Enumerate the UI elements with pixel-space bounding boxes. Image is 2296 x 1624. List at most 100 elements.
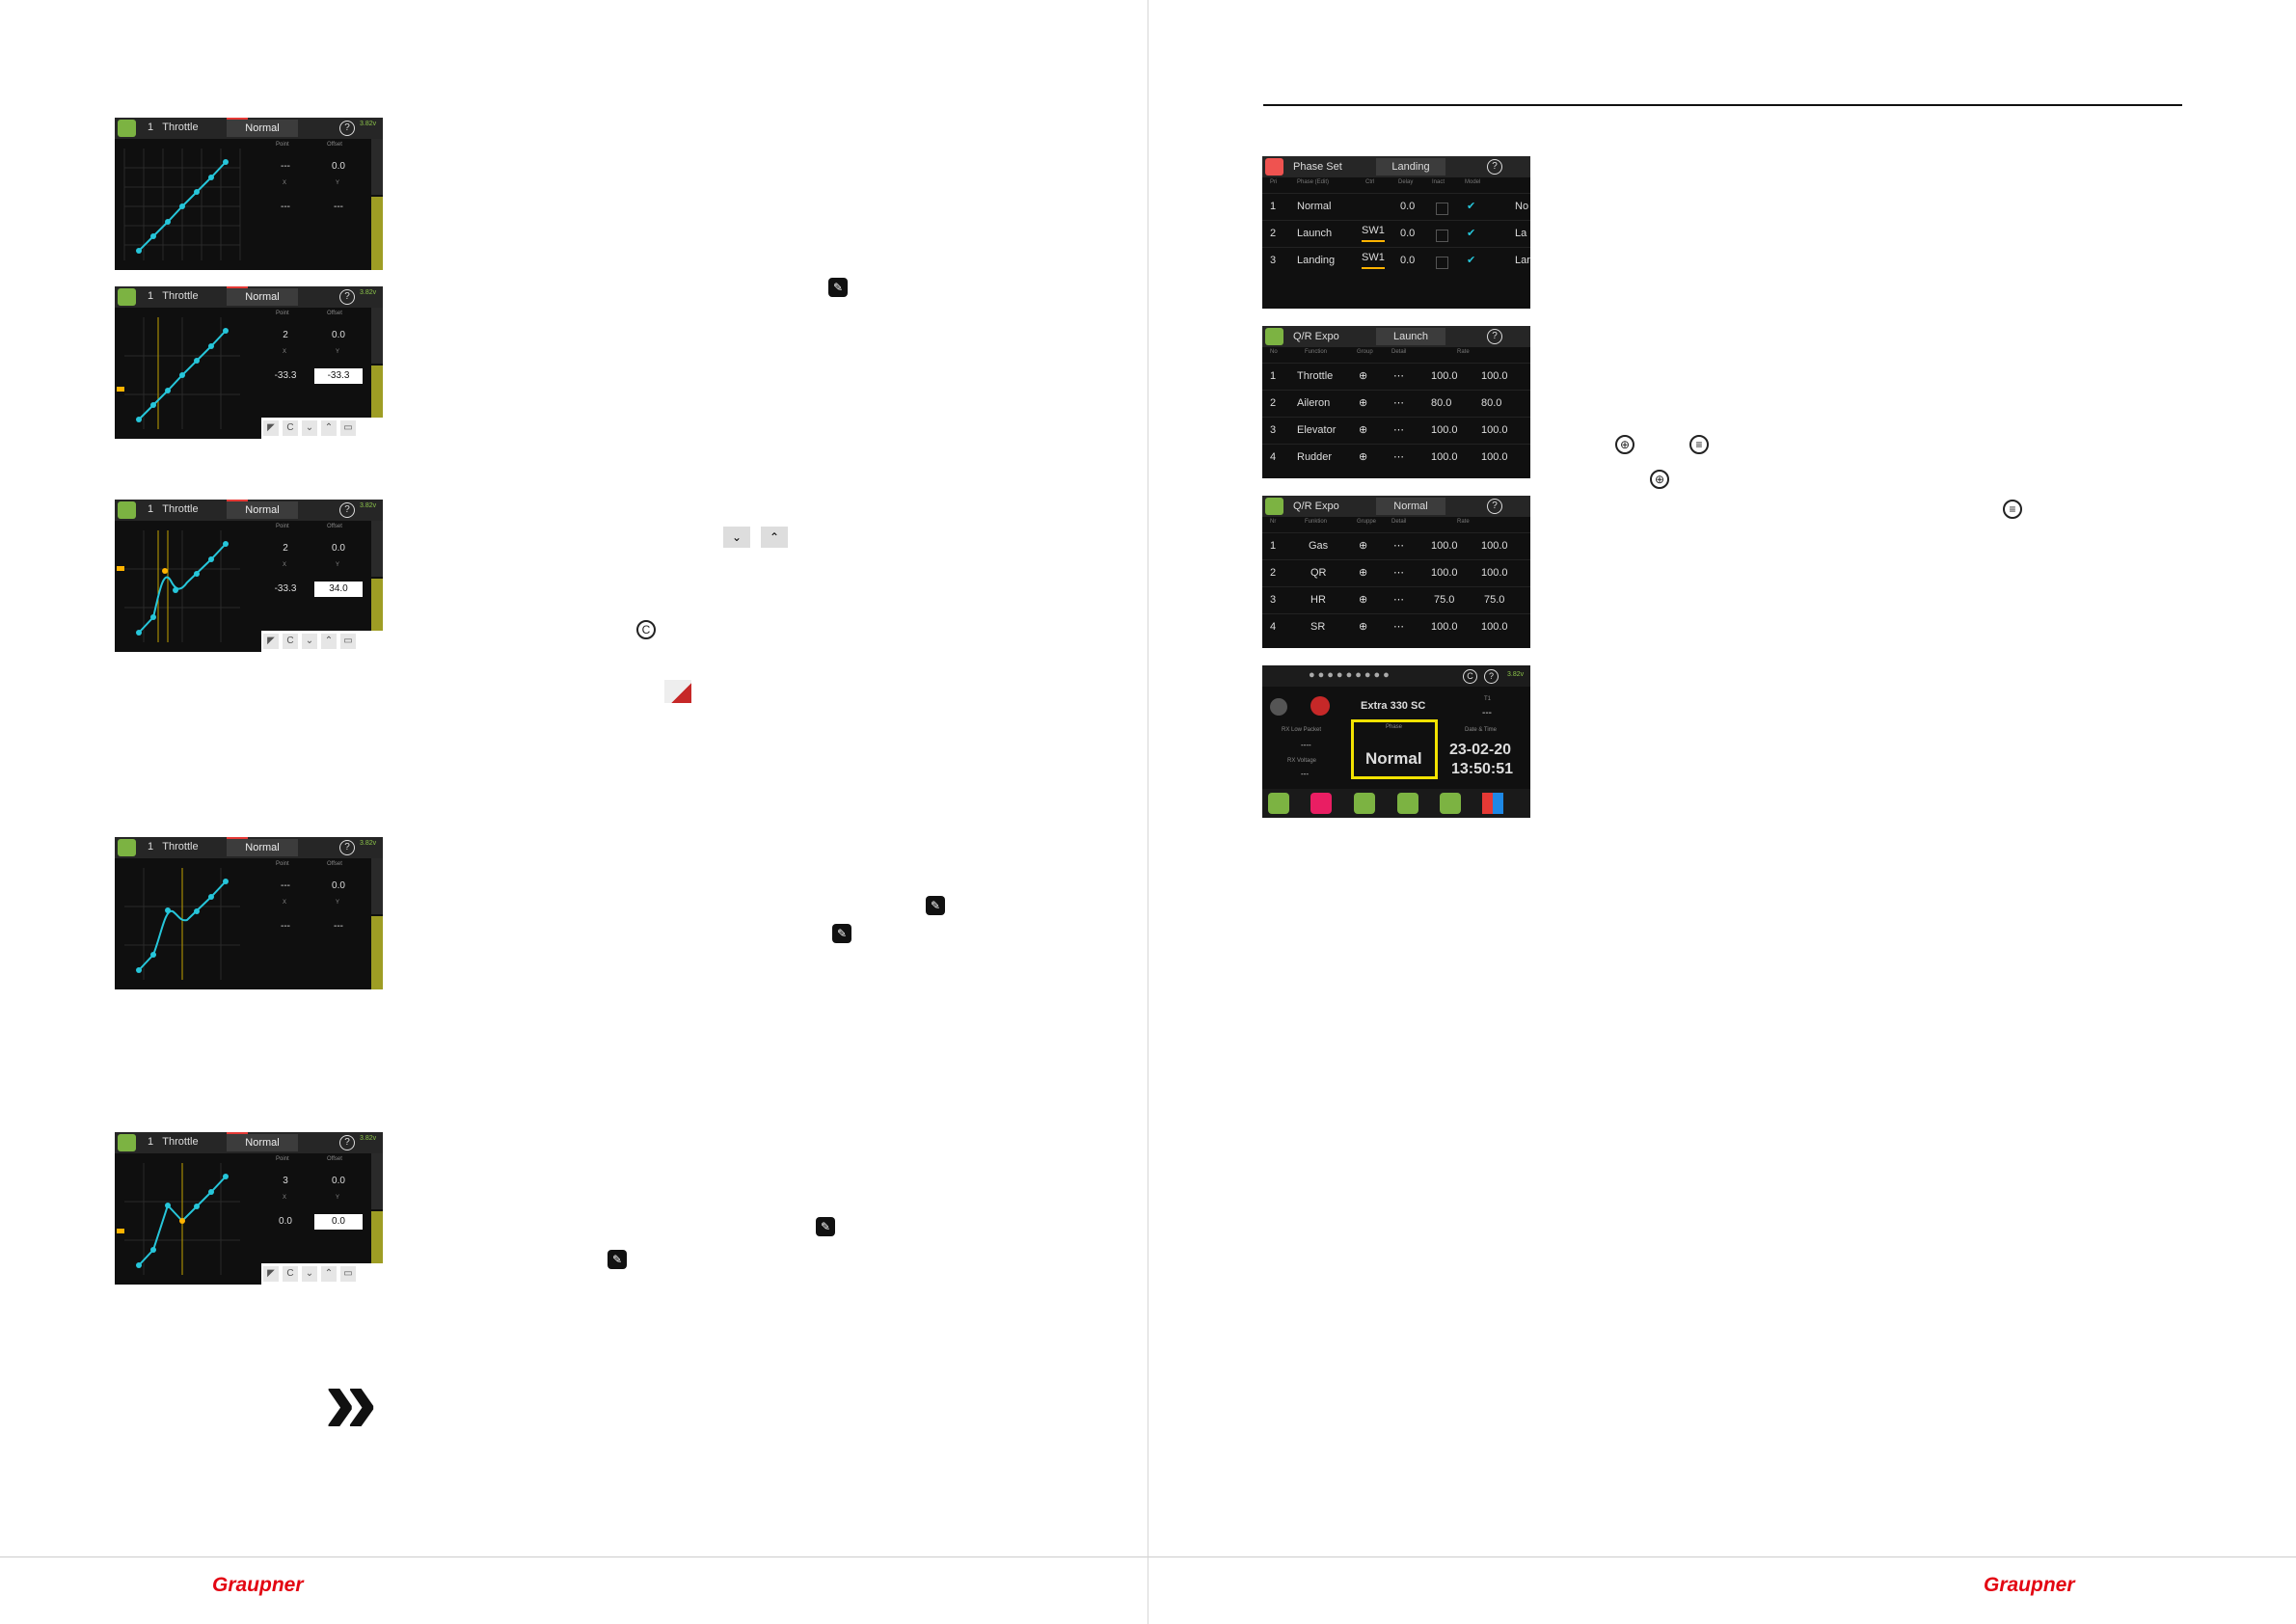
globe-icon[interactable]: ⊕ bbox=[1359, 424, 1368, 436]
function-name[interactable]: Throttle bbox=[1297, 370, 1334, 382]
rate-a[interactable]: 100.0 bbox=[1431, 621, 1458, 633]
chevron-down-icon[interactable]: ⌄ bbox=[302, 420, 317, 436]
more-icon[interactable]: ⋯ bbox=[1393, 594, 1404, 606]
globe-icon[interactable]: ⊕ bbox=[1359, 621, 1368, 633]
chevron-down-icon[interactable]: ⌄ bbox=[302, 634, 317, 649]
dock-app-icon[interactable] bbox=[1354, 793, 1375, 814]
offset-value[interactable]: 0.0 bbox=[332, 330, 345, 340]
x-value[interactable]: --- bbox=[281, 921, 290, 932]
phase-tab[interactable]: Launch bbox=[1376, 328, 1445, 345]
offset-value[interactable]: 0.0 bbox=[332, 880, 345, 891]
y-value[interactable]: 0.0 bbox=[314, 1214, 363, 1230]
function-name[interactable]: SR bbox=[1310, 621, 1326, 633]
help-icon[interactable]: ? bbox=[1487, 499, 1502, 514]
globe-icon[interactable]: ⊕ bbox=[1359, 594, 1368, 606]
phase-tab[interactable]: Normal bbox=[227, 837, 298, 856]
globe-icon[interactable]: ⊕ bbox=[1359, 370, 1368, 382]
model-check-icon[interactable]: ✔ bbox=[1467, 201, 1476, 212]
reset-icon[interactable]: C bbox=[283, 634, 298, 649]
chevron-up-icon[interactable]: ⌃ bbox=[321, 420, 337, 436]
chevron-up-icon[interactable]: ⌃ bbox=[321, 1266, 337, 1282]
tab-basic[interactable] bbox=[371, 139, 383, 195]
point-value[interactable]: 3 bbox=[283, 1176, 288, 1186]
help-icon[interactable]: ? bbox=[339, 121, 355, 136]
x-value[interactable]: 0.0 bbox=[279, 1216, 292, 1227]
phase-tab[interactable]: Landing bbox=[1376, 158, 1445, 176]
tab-basic[interactable] bbox=[371, 1153, 383, 1209]
rate-b[interactable]: 80.0 bbox=[1481, 397, 1502, 409]
y-value[interactable]: 34.0 bbox=[314, 582, 363, 597]
rate-a[interactable]: 75.0 bbox=[1434, 594, 1455, 606]
dock-app-icon[interactable] bbox=[1482, 793, 1503, 814]
more-icon[interactable]: ⋯ bbox=[1393, 397, 1404, 409]
dock-app-icon[interactable] bbox=[1268, 793, 1289, 814]
rate-b[interactable]: 100.0 bbox=[1481, 540, 1508, 552]
power-icon[interactable] bbox=[1310, 696, 1330, 716]
help-icon[interactable]: ? bbox=[339, 502, 355, 518]
tab-basic[interactable] bbox=[371, 308, 383, 364]
table-row[interactable]: 3 Landing SW1 0.0 ✔ Lar bbox=[1262, 247, 1530, 274]
point-value[interactable]: 2 bbox=[283, 330, 288, 340]
globe-icon[interactable]: ⊕ bbox=[1359, 540, 1368, 552]
rate-a[interactable]: 80.0 bbox=[1431, 397, 1452, 409]
function-name[interactable]: Rudder bbox=[1297, 451, 1333, 463]
model-check-icon[interactable]: ✔ bbox=[1467, 228, 1476, 239]
rate-b[interactable]: 100.0 bbox=[1481, 424, 1508, 436]
rate-b[interactable]: 100.0 bbox=[1481, 567, 1508, 579]
help-icon[interactable]: ? bbox=[1487, 329, 1502, 344]
globe-icon[interactable]: ⊕ bbox=[1359, 397, 1368, 409]
phase-tab[interactable]: Normal bbox=[1376, 498, 1445, 515]
curve-graph[interactable] bbox=[115, 521, 255, 652]
inactive-checkbox[interactable] bbox=[1436, 203, 1448, 215]
rate-b[interactable]: 100.0 bbox=[1481, 451, 1508, 463]
phase-tab[interactable]: Normal bbox=[227, 286, 298, 306]
keyboard-icon[interactable]: ▭ bbox=[340, 634, 356, 649]
keyboard-icon[interactable]: ▭ bbox=[340, 1266, 356, 1282]
chevron-down-icon[interactable]: ⌄ bbox=[302, 1266, 317, 1282]
y-value[interactable]: --- bbox=[334, 202, 343, 212]
point-value[interactable]: 2 bbox=[283, 543, 288, 554]
reset-icon[interactable]: C bbox=[1463, 669, 1477, 684]
delay-value[interactable]: 0.0 bbox=[1400, 201, 1416, 212]
x-value[interactable]: --- bbox=[281, 202, 290, 212]
chevron-up-icon[interactable]: ⌃ bbox=[321, 634, 337, 649]
help-icon[interactable]: ? bbox=[339, 840, 355, 855]
curve-graph[interactable] bbox=[115, 308, 255, 439]
x-value[interactable]: -33.3 bbox=[274, 370, 297, 381]
delay-value[interactable]: 0.0 bbox=[1400, 255, 1416, 266]
x-value[interactable]: -33.3 bbox=[274, 583, 297, 594]
marker-icon[interactable]: ◤ bbox=[263, 1266, 279, 1282]
ctrl-value[interactable]: SW1 bbox=[1362, 248, 1385, 269]
rate-b[interactable]: 100.0 bbox=[1481, 621, 1508, 633]
rate-b[interactable]: 100.0 bbox=[1481, 370, 1508, 382]
curve-graph[interactable] bbox=[115, 139, 255, 270]
curve-graph[interactable] bbox=[115, 858, 255, 989]
function-name[interactable]: HR bbox=[1310, 594, 1326, 606]
inactive-checkbox[interactable] bbox=[1436, 257, 1448, 269]
model-check-icon[interactable]: ✔ bbox=[1467, 255, 1476, 266]
reset-icon[interactable]: C bbox=[283, 420, 298, 436]
phase-box[interactable]: Phase Normal bbox=[1351, 719, 1438, 779]
rate-a[interactable]: 100.0 bbox=[1431, 424, 1458, 436]
rate-a[interactable]: 100.0 bbox=[1431, 451, 1458, 463]
y-value[interactable]: -33.3 bbox=[314, 368, 363, 384]
help-icon[interactable]: ? bbox=[339, 1135, 355, 1150]
offset-value[interactable]: 0.0 bbox=[332, 1176, 345, 1186]
function-name[interactable]: Gas bbox=[1309, 540, 1329, 552]
more-icon[interactable]: ⋯ bbox=[1393, 424, 1404, 436]
rate-a[interactable]: 100.0 bbox=[1431, 540, 1458, 552]
tab-value[interactable] bbox=[371, 916, 383, 989]
function-name[interactable]: QR bbox=[1310, 567, 1327, 579]
rate-b[interactable]: 75.0 bbox=[1484, 594, 1505, 606]
globe-icon[interactable]: ⊕ bbox=[1359, 567, 1368, 579]
delay-value[interactable]: 0.0 bbox=[1400, 228, 1416, 239]
help-icon[interactable]: ? bbox=[1484, 669, 1499, 684]
more-icon[interactable]: ⋯ bbox=[1393, 370, 1404, 382]
curve-graph[interactable] bbox=[115, 1153, 255, 1285]
